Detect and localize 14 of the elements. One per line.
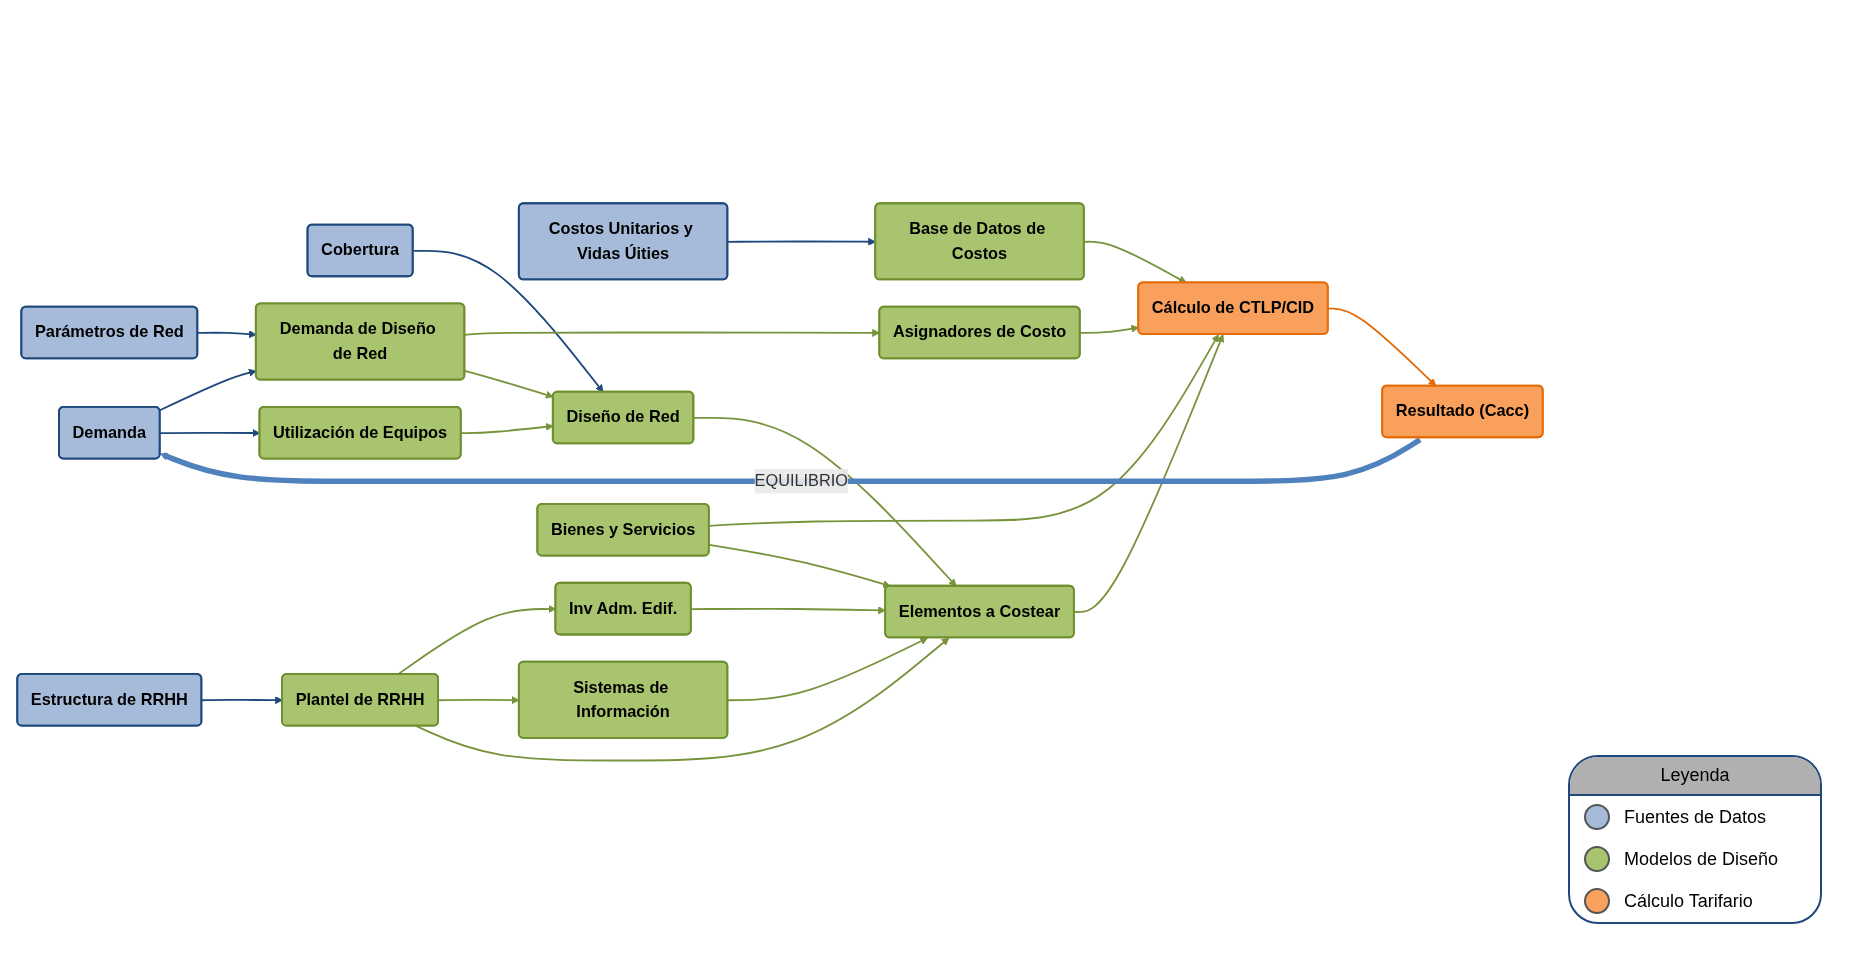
legend-label: Fuentes de Datos	[1624, 806, 1767, 828]
arrow	[1073, 334, 1225, 614]
arrow	[412, 250, 604, 393]
arrow	[1327, 307, 1437, 387]
edge-label: EQUILIBRIO	[754, 471, 849, 490]
arrow	[1083, 240, 1187, 284]
legend-title: Leyenda	[1570, 757, 1820, 796]
arrow	[415, 637, 950, 762]
arrow	[160, 437, 1422, 485]
legend-label: Modelos de Diseño	[1624, 848, 1779, 870]
legend-label: Cálculo Tarifario	[1624, 890, 1753, 912]
arrow	[708, 544, 891, 589]
arrow	[690, 606, 886, 615]
arrow	[708, 334, 1219, 527]
